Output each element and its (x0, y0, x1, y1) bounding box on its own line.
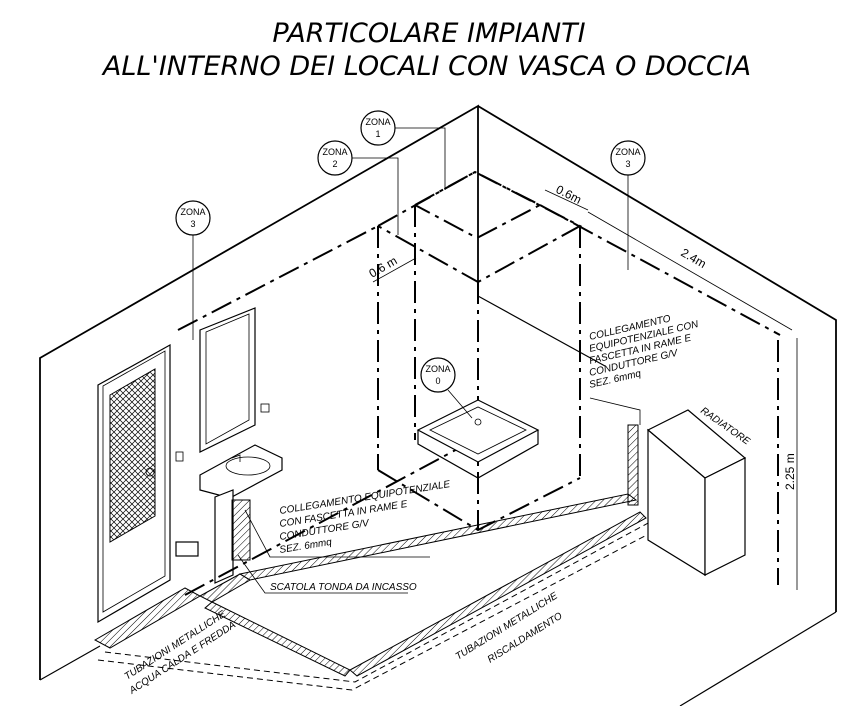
sink (175, 444, 283, 584)
zone-0-num: 0 (435, 376, 440, 386)
radiator (627, 409, 747, 577)
door-handle-icon (145, 467, 155, 477)
scatola-text: SCATOLA TONDA DA INCASSO (270, 582, 417, 593)
mirror (175, 307, 270, 462)
zone-3-left-num: 3 (190, 219, 195, 229)
switch-icon (175, 451, 184, 462)
label-collegamento-right: COLLEGAMENTO EQUIPOTENZIALE CON FASCETTA… (588, 313, 700, 425)
zone-0-word: ZONA (425, 364, 450, 374)
title-line-1: PARTICOLARE IMPIANTI (272, 18, 585, 49)
zone-3-right-num: 3 (625, 159, 630, 169)
zone-2-num: 2 (332, 159, 337, 169)
zone-1: ZONA 1 (360, 110, 446, 190)
drain-icon (474, 418, 482, 426)
dim-2-25: 2.25 m (783, 453, 797, 490)
zone-1-word: ZONA (365, 117, 390, 127)
zone-3-left-word: ZONA (180, 207, 205, 217)
shower-tray (416, 399, 540, 479)
room-walls (39, 104, 837, 706)
zone-2: ZONA 2 (317, 140, 399, 235)
zone-3-right-word: ZONA (615, 147, 640, 157)
label-scatola: SCATOLA TONDA DA INCASSO (237, 554, 417, 594)
zone-2-word: ZONA (322, 147, 347, 157)
title-line-2: ALL'INTERNO DEI LOCALI CON VASCA O DOCCI… (101, 51, 751, 82)
dim-0-6-top: 0.6m (554, 182, 584, 207)
label-tubazioni-risc: TUBAZIONI METALLICHE RISCALDAMENTO (454, 590, 565, 665)
floor-plinth (93, 493, 661, 691)
label-collegamento-left: COLLEGAMENTO EQUIPOTENZIALE CON FASCETTA… (244, 479, 451, 558)
zone-3-right: ZONA 3 (610, 140, 646, 270)
door (97, 343, 171, 624)
zone-0: ZONA 0 (420, 357, 473, 419)
socket-icon (260, 403, 270, 413)
tub-acqua-line-2: ACQUA CALDA E FREDDA (127, 619, 238, 697)
zone-3-left: ZONA 3 (175, 200, 211, 340)
zone-1-num: 1 (375, 129, 380, 139)
